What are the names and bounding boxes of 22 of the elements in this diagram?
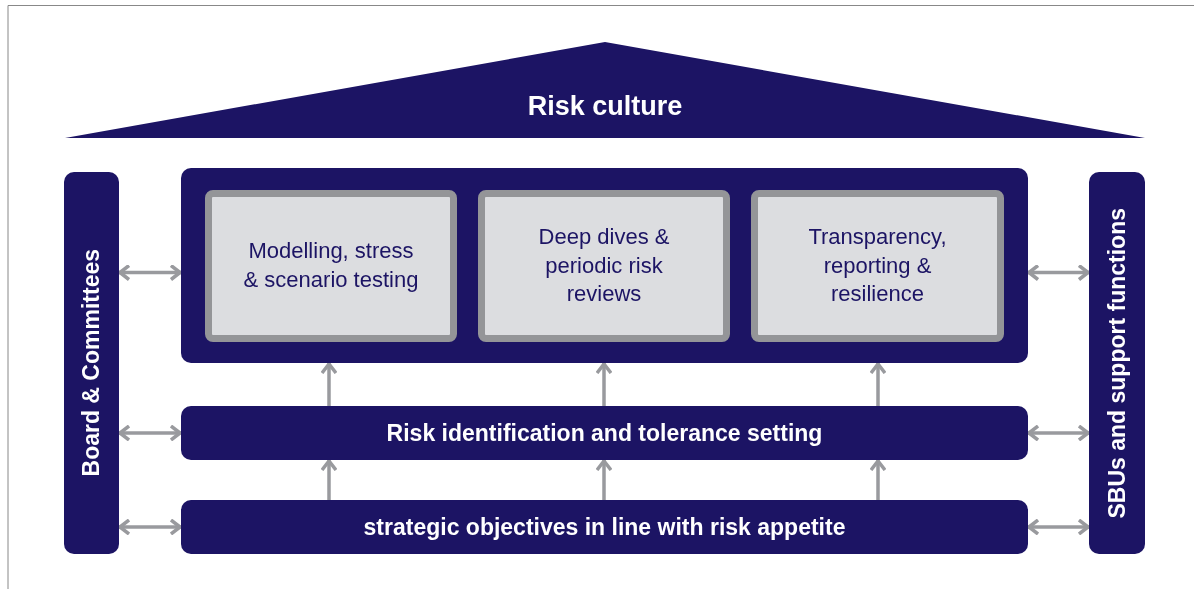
arrow	[595, 459, 613, 500]
arrow	[869, 362, 887, 406]
double-arrow	[118, 518, 182, 536]
process-box: Modelling, stress & scenario testing	[205, 190, 457, 342]
arrow	[595, 362, 613, 406]
foundation-bar: strategic objectives in line with risk appetite	[181, 500, 1028, 554]
roof-title: Risk culture	[527, 91, 683, 122]
side-pillar: SBUs and support functions	[1089, 172, 1145, 554]
arrow	[320, 362, 338, 406]
roof-triangle	[65, 42, 1145, 138]
panel-box	[181, 168, 1028, 363]
double-arrow	[1027, 424, 1090, 442]
foundation-bar: Risk identification and tolerance setting	[181, 406, 1028, 460]
process-box: Deep dives & periodic risk reviews	[478, 190, 730, 342]
side-pillar: Board & Committees	[64, 172, 119, 554]
arrow	[320, 459, 338, 500]
arrow	[869, 459, 887, 500]
double-arrow	[118, 263, 182, 282]
double-arrow	[1027, 263, 1090, 282]
double-arrow	[1027, 518, 1090, 536]
process-box: Transparency, reporting & resilience	[751, 190, 1004, 342]
double-arrow	[118, 424, 182, 442]
